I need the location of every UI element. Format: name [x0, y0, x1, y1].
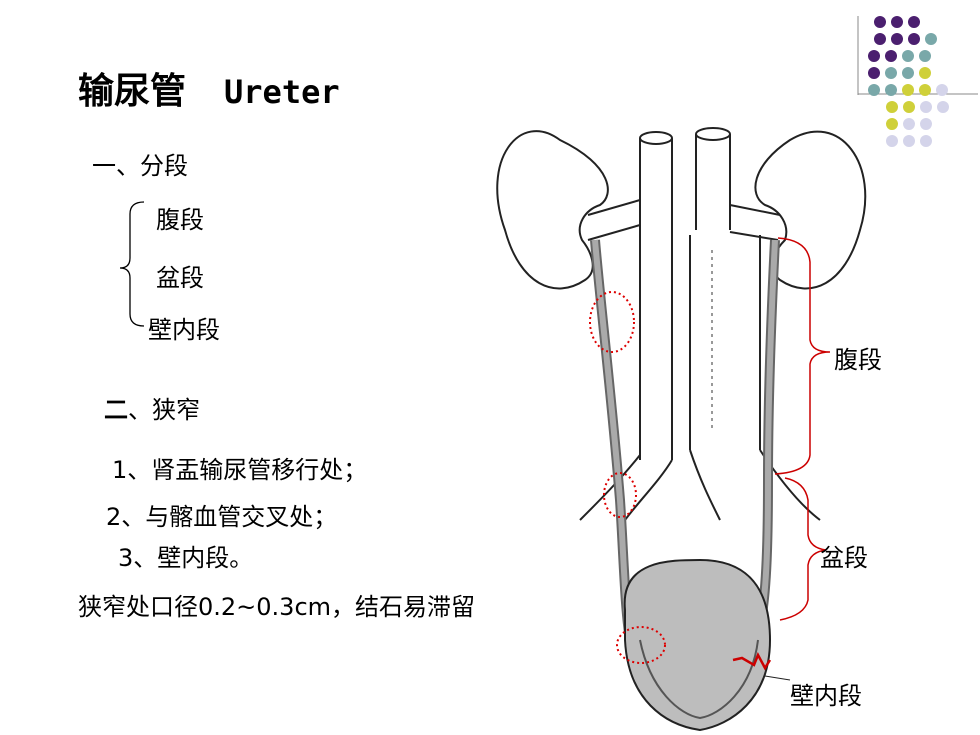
page-title: 输尿管 Ureter [78, 62, 340, 114]
decorative-dot [874, 33, 886, 45]
right-kidney [754, 130, 867, 290]
vena-cava [639, 138, 673, 460]
decorative-dot [886, 101, 898, 113]
decorative-dot [919, 50, 931, 62]
figure-label-intramural: 壁内段 [790, 682, 862, 710]
decorative-dot [886, 135, 898, 147]
bracket-intramural [732, 652, 772, 671]
stenosis-item-1: 1、肾盂输尿管移行处； [112, 456, 368, 484]
decorative-dot [936, 84, 948, 96]
decorative-dot [903, 101, 915, 113]
decorative-dot [925, 33, 937, 45]
abdominal-aorta [689, 235, 761, 450]
stenosis-note: 狭窄处口径0.2~0.3cm，结石易滞留 [78, 593, 476, 621]
decorative-dot [919, 84, 931, 96]
decorative-dot [920, 101, 932, 113]
decorative-dot [908, 16, 920, 28]
decorative-dot [891, 33, 903, 45]
decorative-dot [902, 84, 914, 96]
figure-label-abdominal: 腹段 [834, 346, 882, 374]
title-en: Ureter [224, 73, 340, 111]
decorative-dot [908, 33, 920, 45]
segment-item-intramural: 壁内段 [148, 316, 220, 344]
decorative-dot [902, 50, 914, 62]
decorative-dot [903, 135, 915, 147]
section-stenosis-heading: 二、狭窄 [104, 390, 200, 425]
segment-item-abdominal: 腹段 [156, 206, 204, 234]
bracket-pelvic [779, 477, 827, 621]
decorative-dot [919, 67, 931, 79]
left-kidney [496, 130, 609, 290]
aorta [695, 134, 731, 230]
decorative-dot [891, 16, 903, 28]
bladder [623, 558, 772, 732]
decorative-dot [920, 118, 932, 130]
title-zh: 输尿管 [78, 71, 187, 112]
stenosis-circle-2 [603, 472, 637, 518]
heading-text: 、狭窄 [128, 396, 200, 424]
figure-label-pelvic: 盆段 [820, 544, 868, 572]
iliac-vessels [579, 449, 821, 521]
decorative-dot [874, 16, 886, 28]
decorative-dot [902, 67, 914, 79]
decorative-dot [885, 50, 897, 62]
heading-number: 二 [104, 396, 128, 424]
ureter-anatomy-figure [496, 127, 867, 732]
section-segments-heading: 一、分段 [92, 152, 188, 180]
stenosis-item-3: 3、壁内段。 [118, 544, 254, 572]
decorative-dot [885, 67, 897, 79]
decorative-dot [868, 84, 880, 96]
segment-item-pelvic: 盆段 [156, 264, 204, 292]
decorative-dot [886, 118, 898, 130]
decorative-dot [920, 135, 932, 147]
segments-brace [119, 201, 145, 327]
decorative-dot [903, 118, 915, 130]
decorative-dot [885, 84, 897, 96]
stenosis-item-2: 2、与髂血管交叉处； [106, 503, 338, 531]
stenosis-circle-3 [616, 626, 666, 664]
bracket-abdominal [774, 237, 831, 475]
decorative-dot [868, 67, 880, 79]
decorative-dot [937, 101, 949, 113]
decorative-dot-grid [857, 16, 978, 147]
stenosis-circle-1 [589, 291, 635, 353]
decorative-dot [868, 50, 880, 62]
